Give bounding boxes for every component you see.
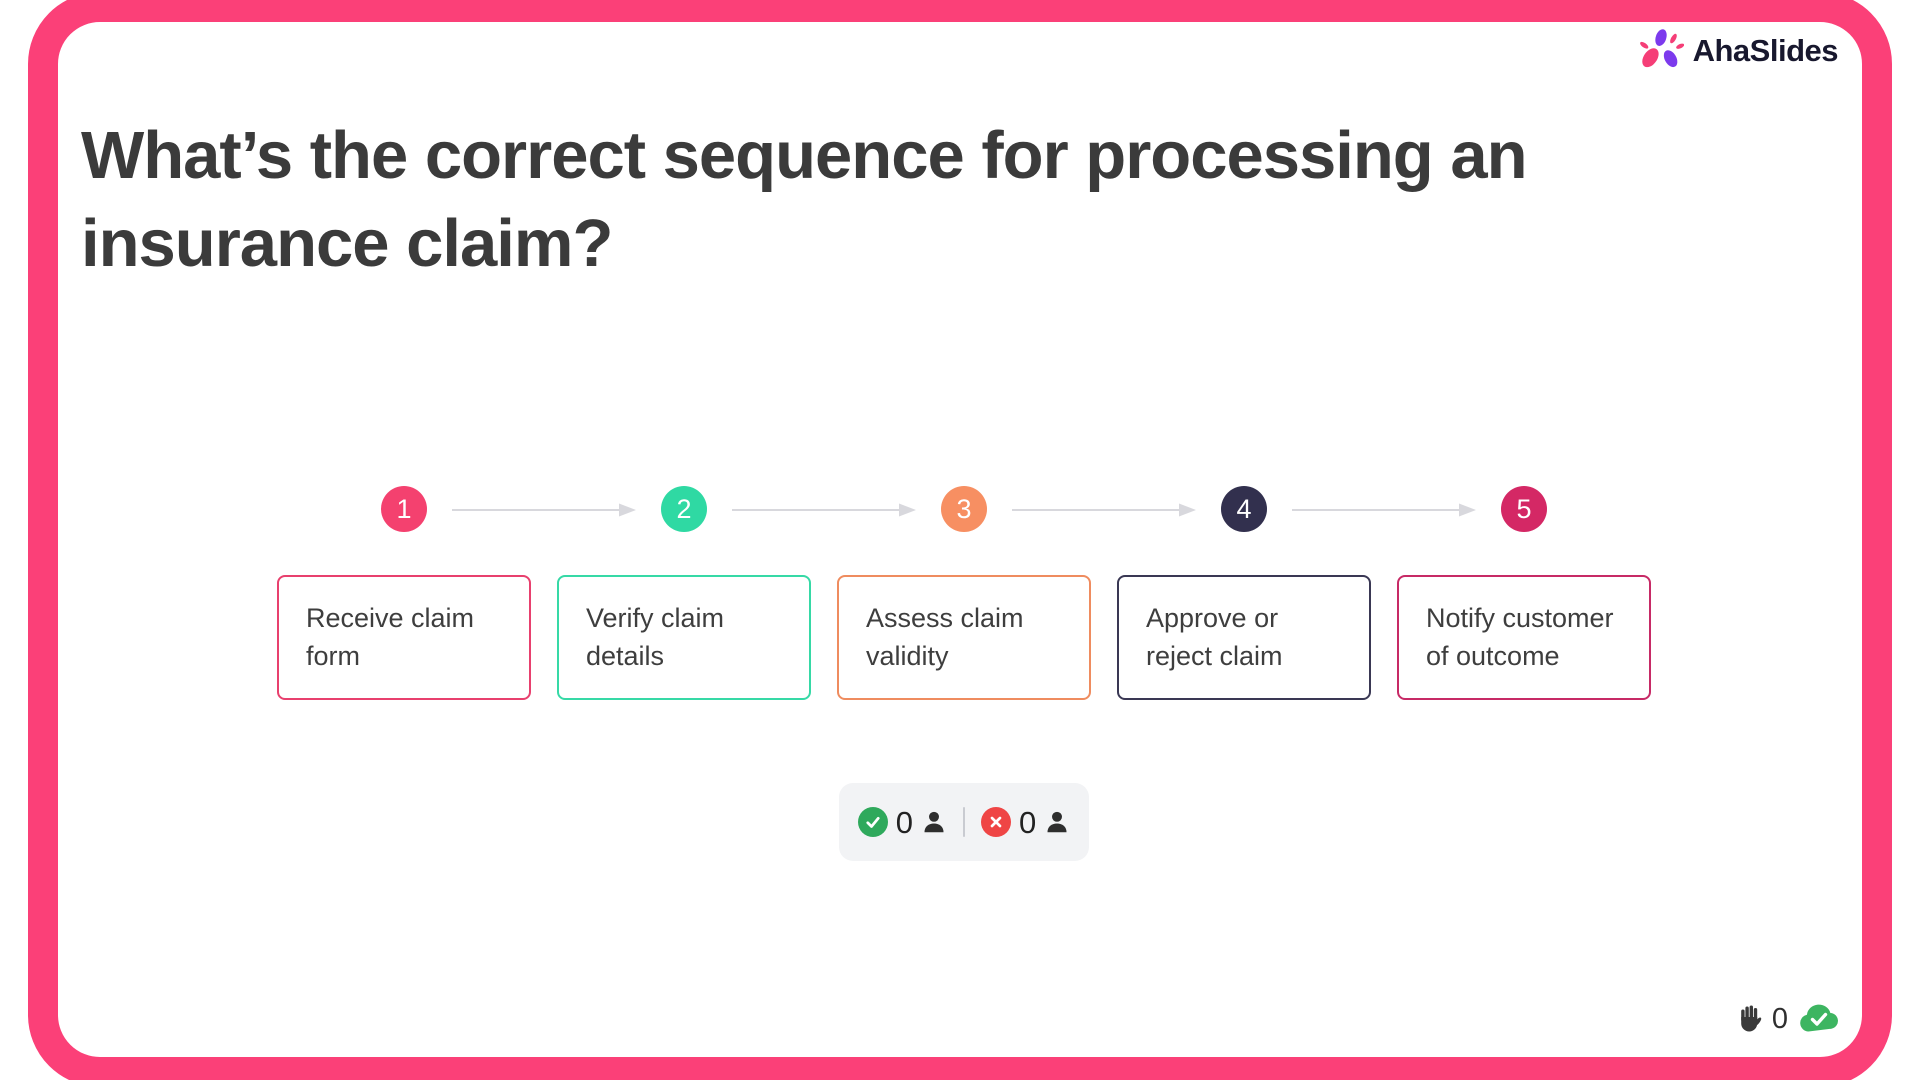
stats-divider: [963, 807, 965, 837]
ahaslides-logo[interactable]: AhaSlides: [1638, 28, 1839, 74]
step-box-5: Notify customer of outcome: [1397, 575, 1651, 700]
answer-stats-pill: 0 0: [839, 783, 1089, 861]
step-box-label: Notify customer of outcome: [1426, 603, 1614, 671]
step-box-label: Assess claim validity: [866, 603, 1024, 671]
step-number-5: 5: [1501, 486, 1547, 532]
step-box-label: Verify claim details: [586, 603, 725, 671]
step-arrow-icon: [1012, 502, 1196, 523]
person-icon: [921, 809, 947, 835]
step-number-2: 2: [661, 486, 707, 532]
step-box-label: Receive claim form: [306, 603, 475, 671]
incorrect-count: 0: [1019, 804, 1037, 840]
slide-footer: 0: [1738, 1004, 1840, 1034]
raised-hand-icon: [1738, 1005, 1762, 1034]
step-box-4: Approve or reject claim: [1117, 575, 1371, 700]
step-box-1: Receive claim form: [277, 575, 531, 700]
step-arrow-icon: [1292, 502, 1476, 523]
ahaslides-logo-text: AhaSlides: [1692, 33, 1839, 68]
step-number-4: 4: [1221, 486, 1267, 532]
step-number-3: 3: [941, 486, 987, 532]
incorrect-x-icon: [981, 807, 1011, 837]
step-box-label: Approve or reject claim: [1146, 603, 1283, 671]
cloud-saved-icon: [1798, 1004, 1840, 1034]
step-number-1: 1: [381, 486, 427, 532]
raised-hand-count: 0: [1771, 1002, 1788, 1035]
correct-check-icon: [857, 807, 888, 837]
step-box-2: Verify claim details: [557, 575, 811, 700]
step-arrow-icon: [732, 502, 916, 523]
step-arrow-icon: [452, 502, 636, 523]
question-title: What’s the correct sequence for processi…: [81, 118, 1528, 281]
step-box-3: Assess claim validity: [837, 575, 1091, 700]
correct-count: 0: [895, 804, 913, 840]
person-icon: [1044, 809, 1070, 835]
ahaslides-burst-icon: [1638, 28, 1684, 74]
